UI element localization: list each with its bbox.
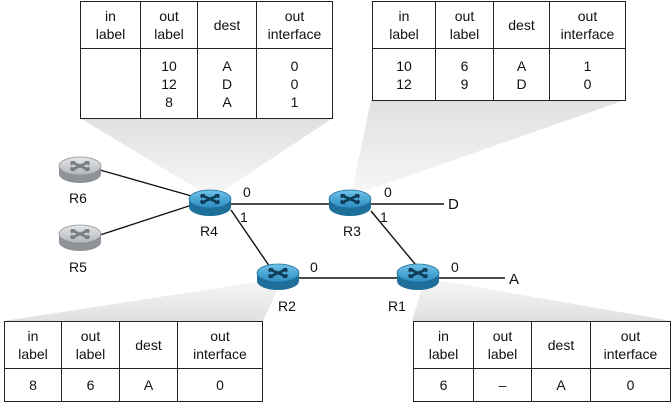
dest-d-label: D	[448, 196, 459, 213]
router-r1-label: R1	[388, 298, 406, 314]
cell: D	[221, 75, 233, 92]
cell: A	[516, 57, 527, 74]
cell: 1	[290, 93, 299, 110]
router-r5-label: R5	[69, 259, 87, 275]
router-r1-icon	[395, 262, 441, 292]
cell: 0	[583, 75, 592, 92]
dest-a-label: A	[509, 271, 519, 288]
router-r4-label: R4	[200, 223, 218, 239]
callout-r4	[80, 118, 333, 198]
cell: 10	[396, 57, 412, 74]
iface-r4-1: 1	[240, 209, 248, 225]
header-dest: dest	[531, 321, 591, 369]
cell: 12	[396, 75, 412, 92]
router-r6-label: R6	[69, 190, 87, 206]
callout-r2	[4, 278, 283, 321]
header-dest: dest	[197, 1, 257, 49]
cell: 8	[4, 368, 62, 402]
link-r4-r2	[230, 209, 273, 271]
cell: 0	[290, 57, 299, 74]
router-r2-icon	[255, 262, 301, 292]
iface-r3-1: 1	[380, 209, 388, 225]
cell: 6	[413, 368, 474, 402]
cell: 1	[583, 57, 592, 74]
cell: A	[222, 57, 232, 74]
iface-r3-0: 0	[384, 184, 392, 200]
cell: 6	[61, 368, 120, 402]
link-r6-r4	[99, 169, 196, 198]
cell: 12	[161, 75, 177, 92]
callout-r1	[412, 278, 672, 321]
cell: D	[516, 75, 527, 92]
link-r5-r4	[99, 203, 196, 236]
header-dest: dest	[493, 1, 550, 49]
cell: A	[222, 93, 232, 110]
cell: 8	[165, 93, 173, 110]
cell: –	[473, 368, 532, 402]
links	[99, 169, 505, 279]
router-r2-label: R2	[278, 298, 296, 314]
link-r3-r1	[370, 210, 421, 271]
router-r6-icon	[57, 155, 103, 185]
cell: 0	[177, 368, 263, 402]
cell: 0	[590, 368, 671, 402]
iface-r4-0: 0	[243, 184, 251, 200]
col-in	[80, 48, 141, 119]
iface-r1-0: 0	[451, 259, 459, 275]
cell: 10	[161, 57, 177, 74]
cell: 9	[460, 75, 469, 92]
router-r4-icon	[187, 188, 233, 218]
cell: A	[119, 368, 178, 402]
router-r3-icon	[327, 188, 373, 218]
cell: A	[531, 368, 591, 402]
cell: 6	[460, 57, 469, 74]
router-r5-icon	[57, 223, 103, 253]
router-r3-label: R3	[343, 223, 361, 239]
iface-r2-0: 0	[310, 259, 318, 275]
cell: 0	[290, 75, 299, 92]
callout-r3	[351, 100, 625, 196]
header-dest: dest	[119, 321, 178, 369]
